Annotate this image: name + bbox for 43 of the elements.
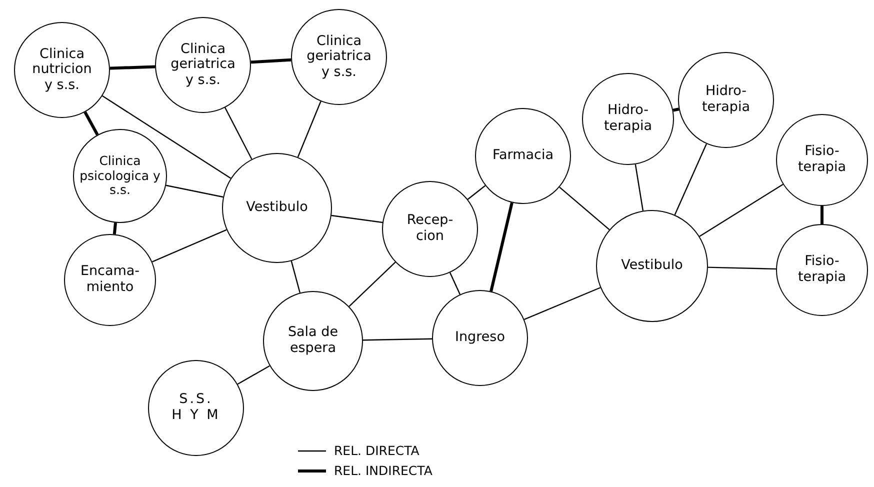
- room-label: Recep- cion: [406, 213, 454, 245]
- connector-line: [237, 365, 270, 385]
- connector-line: [152, 229, 227, 262]
- connector-line: [112, 222, 117, 234]
- connector-line: [524, 287, 601, 320]
- room-label: Ingreso: [454, 330, 506, 346]
- room-label: S.S. H Y M: [171, 392, 221, 424]
- room-label: Farmacia: [492, 148, 554, 164]
- connector-line: [559, 186, 610, 230]
- connector-line: [250, 58, 292, 64]
- room-label: Clinica geriatrica y s.s.: [170, 42, 236, 88]
- room-label: Clinica nutricion y s.s.: [31, 46, 93, 94]
- room-label: Fisio- terapia: [796, 144, 847, 176]
- connector-line: [699, 184, 784, 237]
- room-label: Fisio- terapia: [796, 254, 847, 286]
- connector-line: [362, 338, 432, 341]
- room-label: Clinica psicologica y s.s.: [79, 154, 161, 198]
- connector-line: [820, 206, 824, 224]
- room-label: Clinica geriatrica y s.s.: [306, 34, 372, 80]
- legend-text: REL. DIRECTA: [334, 443, 420, 458]
- connector-line: [672, 108, 680, 112]
- connector-line: [331, 214, 383, 224]
- connector-line: [166, 184, 224, 198]
- connector-line: [449, 272, 461, 295]
- room-label: Encama- miento: [79, 264, 141, 296]
- connector-line: [674, 144, 707, 216]
- room-label: Hidro- terapia: [700, 84, 751, 116]
- room-label: Vestibulo: [620, 258, 684, 274]
- legend-text: REL. INDIRECTA: [334, 463, 432, 478]
- connector-line: [297, 101, 322, 158]
- connector-line: [348, 262, 396, 307]
- connector-line: [467, 185, 486, 200]
- connector-line: [84, 111, 99, 136]
- connector-line: [224, 107, 252, 160]
- connector-line: [110, 65, 156, 70]
- connector-line: [490, 202, 514, 292]
- connector-line: [634, 164, 644, 211]
- room-label: Sala de espera: [286, 325, 340, 357]
- room-label: Vestibulo: [245, 200, 309, 216]
- connector-line: [102, 95, 232, 179]
- connector-line: [708, 266, 776, 270]
- room-label: Hidro- terapia: [602, 103, 653, 135]
- connector-line: [290, 260, 301, 293]
